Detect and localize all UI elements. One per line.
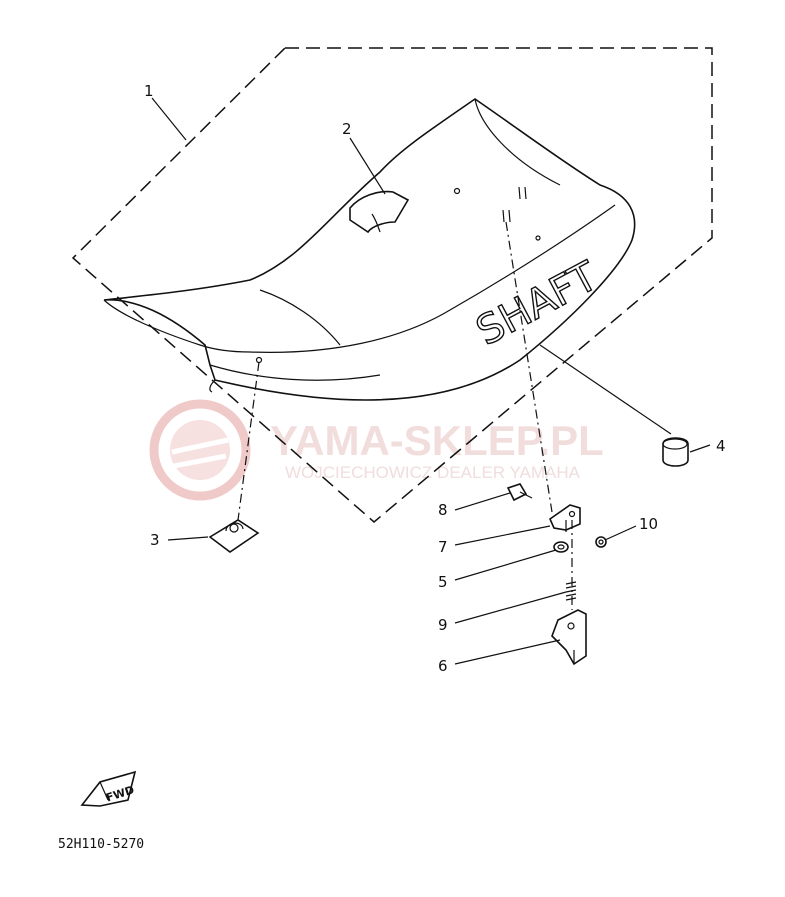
callout-7: 7 [438, 538, 448, 556]
seat-strap [349, 190, 410, 234]
callout-1: 1 [144, 82, 154, 100]
seat-mount-point-rear [255, 356, 263, 364]
part-lock-bracket [551, 609, 587, 666]
leader-lines [151, 97, 711, 665]
part-spring [565, 581, 577, 601]
part-bolt [506, 483, 533, 502]
callout-5: 5 [438, 573, 448, 591]
part-lock-lever [549, 504, 581, 532]
diagram-code: 52H110-5270 [58, 837, 144, 852]
watermark-logo [149, 399, 251, 501]
watermark: YAMA-SKLEP.PL WOJCIECHOWICZ DEALER YAMAH… [149, 399, 604, 501]
seat-lettering: SHAFT [469, 253, 605, 355]
assembly-lines [237, 221, 672, 610]
seat-outline [103, 98, 636, 401]
seat-rear-edge [103, 299, 251, 353]
seat-inner-line [209, 379, 216, 393]
forward-arrow-icon: FWD [80, 770, 137, 807]
seat-mount-point [535, 235, 541, 241]
callouts: 1 2 3 4 5 6 7 8 9 10 [144, 82, 726, 675]
part-collar [553, 541, 569, 553]
callout-8: 8 [438, 501, 448, 519]
callout-10: 10 [639, 515, 658, 533]
seat-front-crease [474, 98, 561, 186]
seat-hole [453, 187, 461, 195]
callout-3: 3 [150, 531, 160, 549]
callout-9: 9 [438, 616, 448, 634]
part-bracket-plate [208, 519, 260, 553]
seat-top-crease [249, 204, 616, 353]
watermark-title: YAMA-SKLEP.PL [270, 417, 604, 464]
seat-strap-fold [371, 213, 381, 233]
seat-hook-front [518, 186, 527, 200]
watermark-subtitle: WOJCIECHOWICZ DEALER YAMAHA [285, 463, 581, 482]
callout-4: 4 [716, 437, 726, 455]
seat-side-crease [209, 364, 381, 381]
seat-crease-rear [259, 289, 341, 346]
seat-hook-rear [502, 209, 511, 223]
callout-2: 2 [342, 120, 352, 138]
part-nut [595, 536, 607, 548]
callout-6: 6 [438, 657, 448, 675]
part-damper [662, 437, 689, 467]
